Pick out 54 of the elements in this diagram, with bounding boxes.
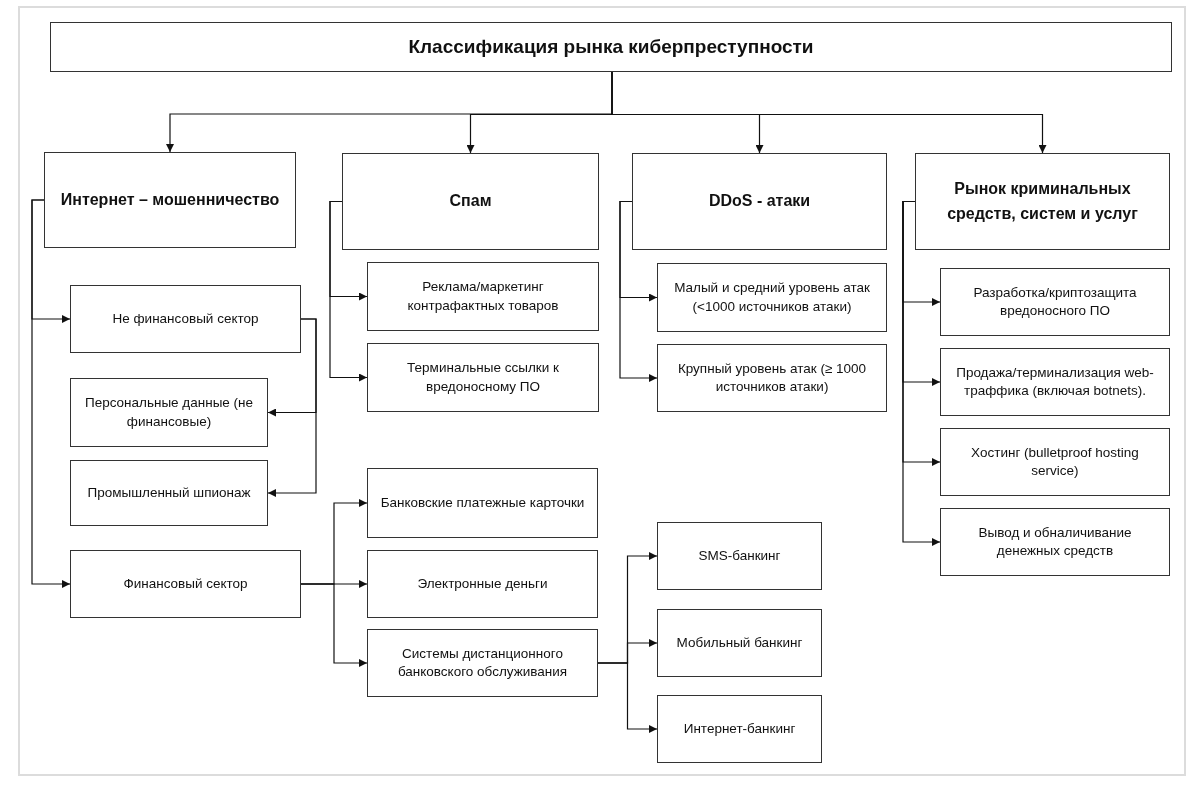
node-label: Рынок криминальных средств, систем и услуг xyxy=(946,178,1139,224)
leaf-box xyxy=(657,344,887,412)
leaf-box xyxy=(657,695,822,763)
node-label: Продажа/терминализация web-траффика (включая botnets). xyxy=(955,363,1155,400)
node-label: Вывод и обналичивание денежных средств xyxy=(977,523,1133,560)
arrow xyxy=(611,71,1047,154)
arrow xyxy=(902,200,941,546)
node-label: Классификация рынка киберпреступности xyxy=(408,35,814,60)
node-label: Интернет-банкинг xyxy=(683,719,796,738)
node-label: Банковские платежные карточки xyxy=(380,493,585,512)
node-label: Терминальные ссылки к вредоносному ПО xyxy=(406,359,560,396)
node-label: Финансовый сектор xyxy=(123,574,248,593)
node-label: Промышленный шпионаж xyxy=(87,483,251,502)
leaf-box xyxy=(657,522,822,590)
node-label: Не финансовый сектор xyxy=(112,309,259,328)
node-label: Хостинг (bulletproof hosting service) xyxy=(970,443,1140,480)
leaf-box xyxy=(940,268,1170,336)
leaf-box xyxy=(70,550,301,618)
arrow xyxy=(300,583,368,667)
node-label: Разработка/криптозащита вредоносного ПО xyxy=(972,283,1138,320)
node-label: Малый и средний уровень атак (<1000 источников атаки) xyxy=(673,279,871,316)
leaf-box xyxy=(940,428,1170,496)
category-box xyxy=(342,153,599,250)
leaf-box xyxy=(70,285,301,353)
arrow xyxy=(329,200,368,382)
node-label: Электронные деньги xyxy=(417,574,548,593)
category-box xyxy=(915,153,1170,250)
node-label: Персональные данные (не финансовые) xyxy=(83,394,255,431)
arrow xyxy=(597,662,658,733)
category-box xyxy=(632,153,887,250)
node-label: SMS-банкинг xyxy=(698,546,781,565)
leaf-box xyxy=(940,348,1170,416)
leaf-box xyxy=(367,262,599,331)
leaf-box xyxy=(367,629,598,697)
node-label: Крупный уровень атак (≥ 1000 источников атаки) xyxy=(676,359,868,396)
node-label: Интернет – мошенничество xyxy=(60,189,280,210)
leaf-box xyxy=(940,508,1170,576)
node-label: Мобильный банкинг xyxy=(676,633,803,652)
leaf-box xyxy=(70,460,268,526)
leaf-box xyxy=(70,378,268,447)
node-label: Реклама/маркетинг контрафактных товаров xyxy=(406,278,560,315)
category-box xyxy=(44,152,296,248)
node-label: Спам xyxy=(449,191,492,212)
leaf-box xyxy=(367,550,598,618)
leaf-box xyxy=(367,343,599,412)
node-label: DDoS - атаки xyxy=(708,191,811,212)
arrow xyxy=(31,199,71,588)
arrow xyxy=(267,318,317,497)
node-label: Системы дистанционного банковского обслуживания xyxy=(396,644,569,681)
leaf-box xyxy=(657,263,887,332)
heading-box xyxy=(50,22,1172,72)
leaf-box xyxy=(657,609,822,677)
leaf-box xyxy=(367,468,598,538)
arrow xyxy=(619,200,658,382)
